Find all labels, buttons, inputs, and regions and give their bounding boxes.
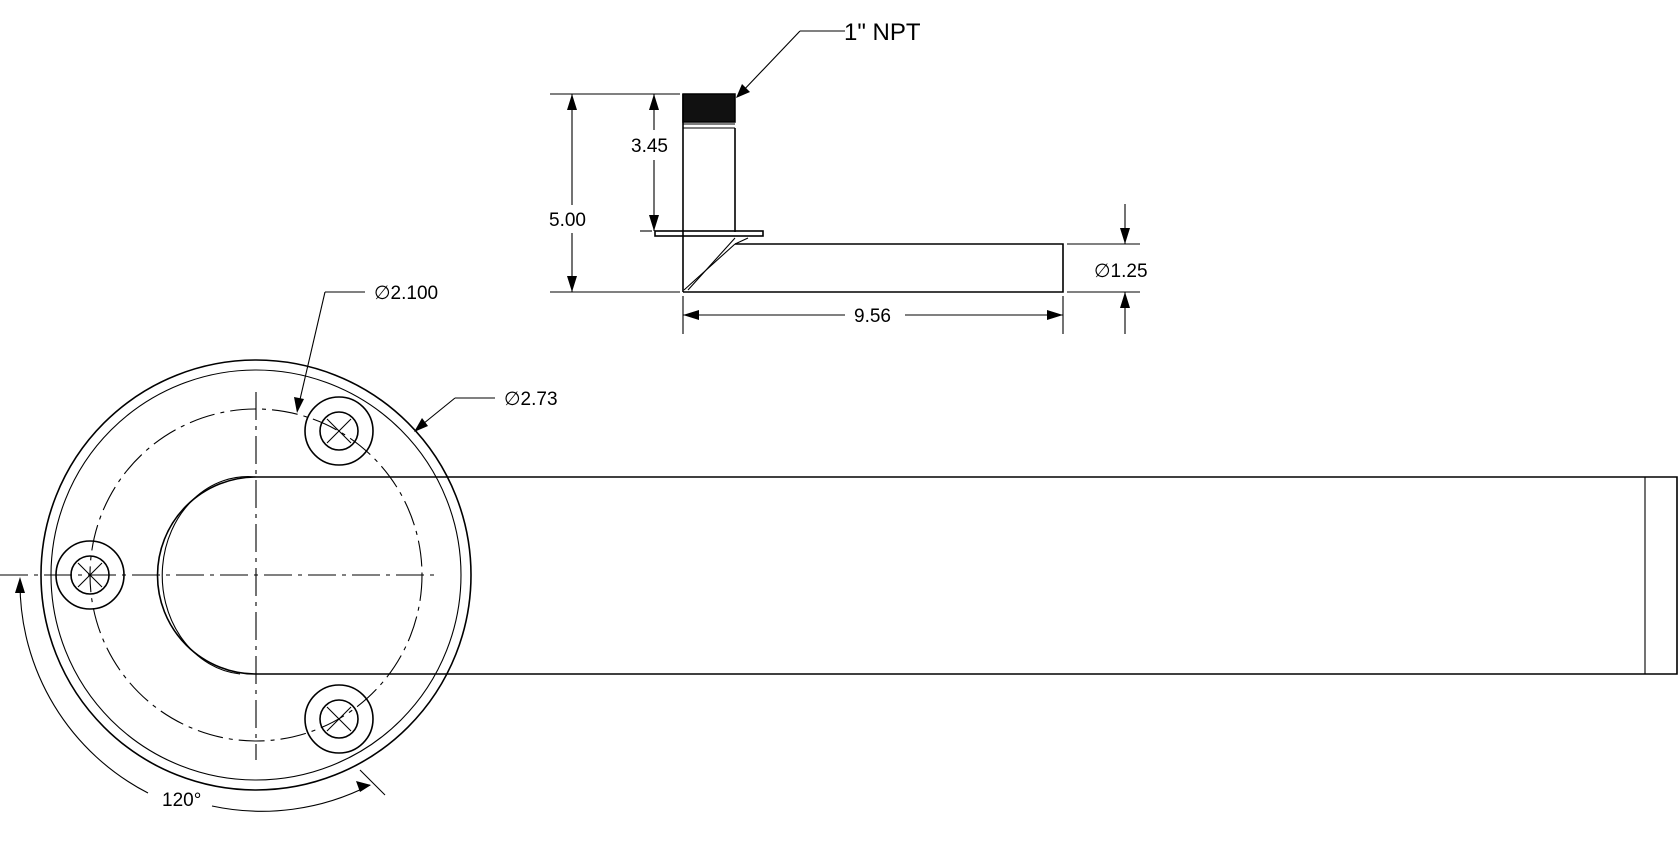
tube — [683, 243, 1064, 293]
tube-body — [256, 476, 1678, 675]
thread-note: 1" NPT — [844, 19, 921, 46]
bolt-hole-top — [304, 396, 374, 466]
flange-plate — [654, 230, 764, 237]
side-view: 5.00 3.45 1" NPT ∅1.25 9.56 — [549, 19, 1148, 334]
dim-flange-diameter: ∅2.73 — [504, 389, 558, 410]
dim-tube-diameter: ∅1.25 — [1094, 261, 1148, 282]
bolt-hole-bottom — [304, 684, 374, 754]
flange-outline — [40, 359, 472, 791]
top-view: ∅2.100 ∅2.73 120° — [0, 283, 1678, 812]
dim-total-height: 5.00 — [549, 210, 586, 231]
bolt-hole-left — [55, 540, 125, 610]
npt-thread — [682, 93, 736, 123]
dim-angle: 120° — [162, 790, 201, 811]
dim-tube-length: 9.56 — [854, 306, 891, 327]
dim-stem-height: 3.45 — [631, 136, 668, 157]
dim-bolt-circle: ∅2.100 — [374, 283, 438, 304]
